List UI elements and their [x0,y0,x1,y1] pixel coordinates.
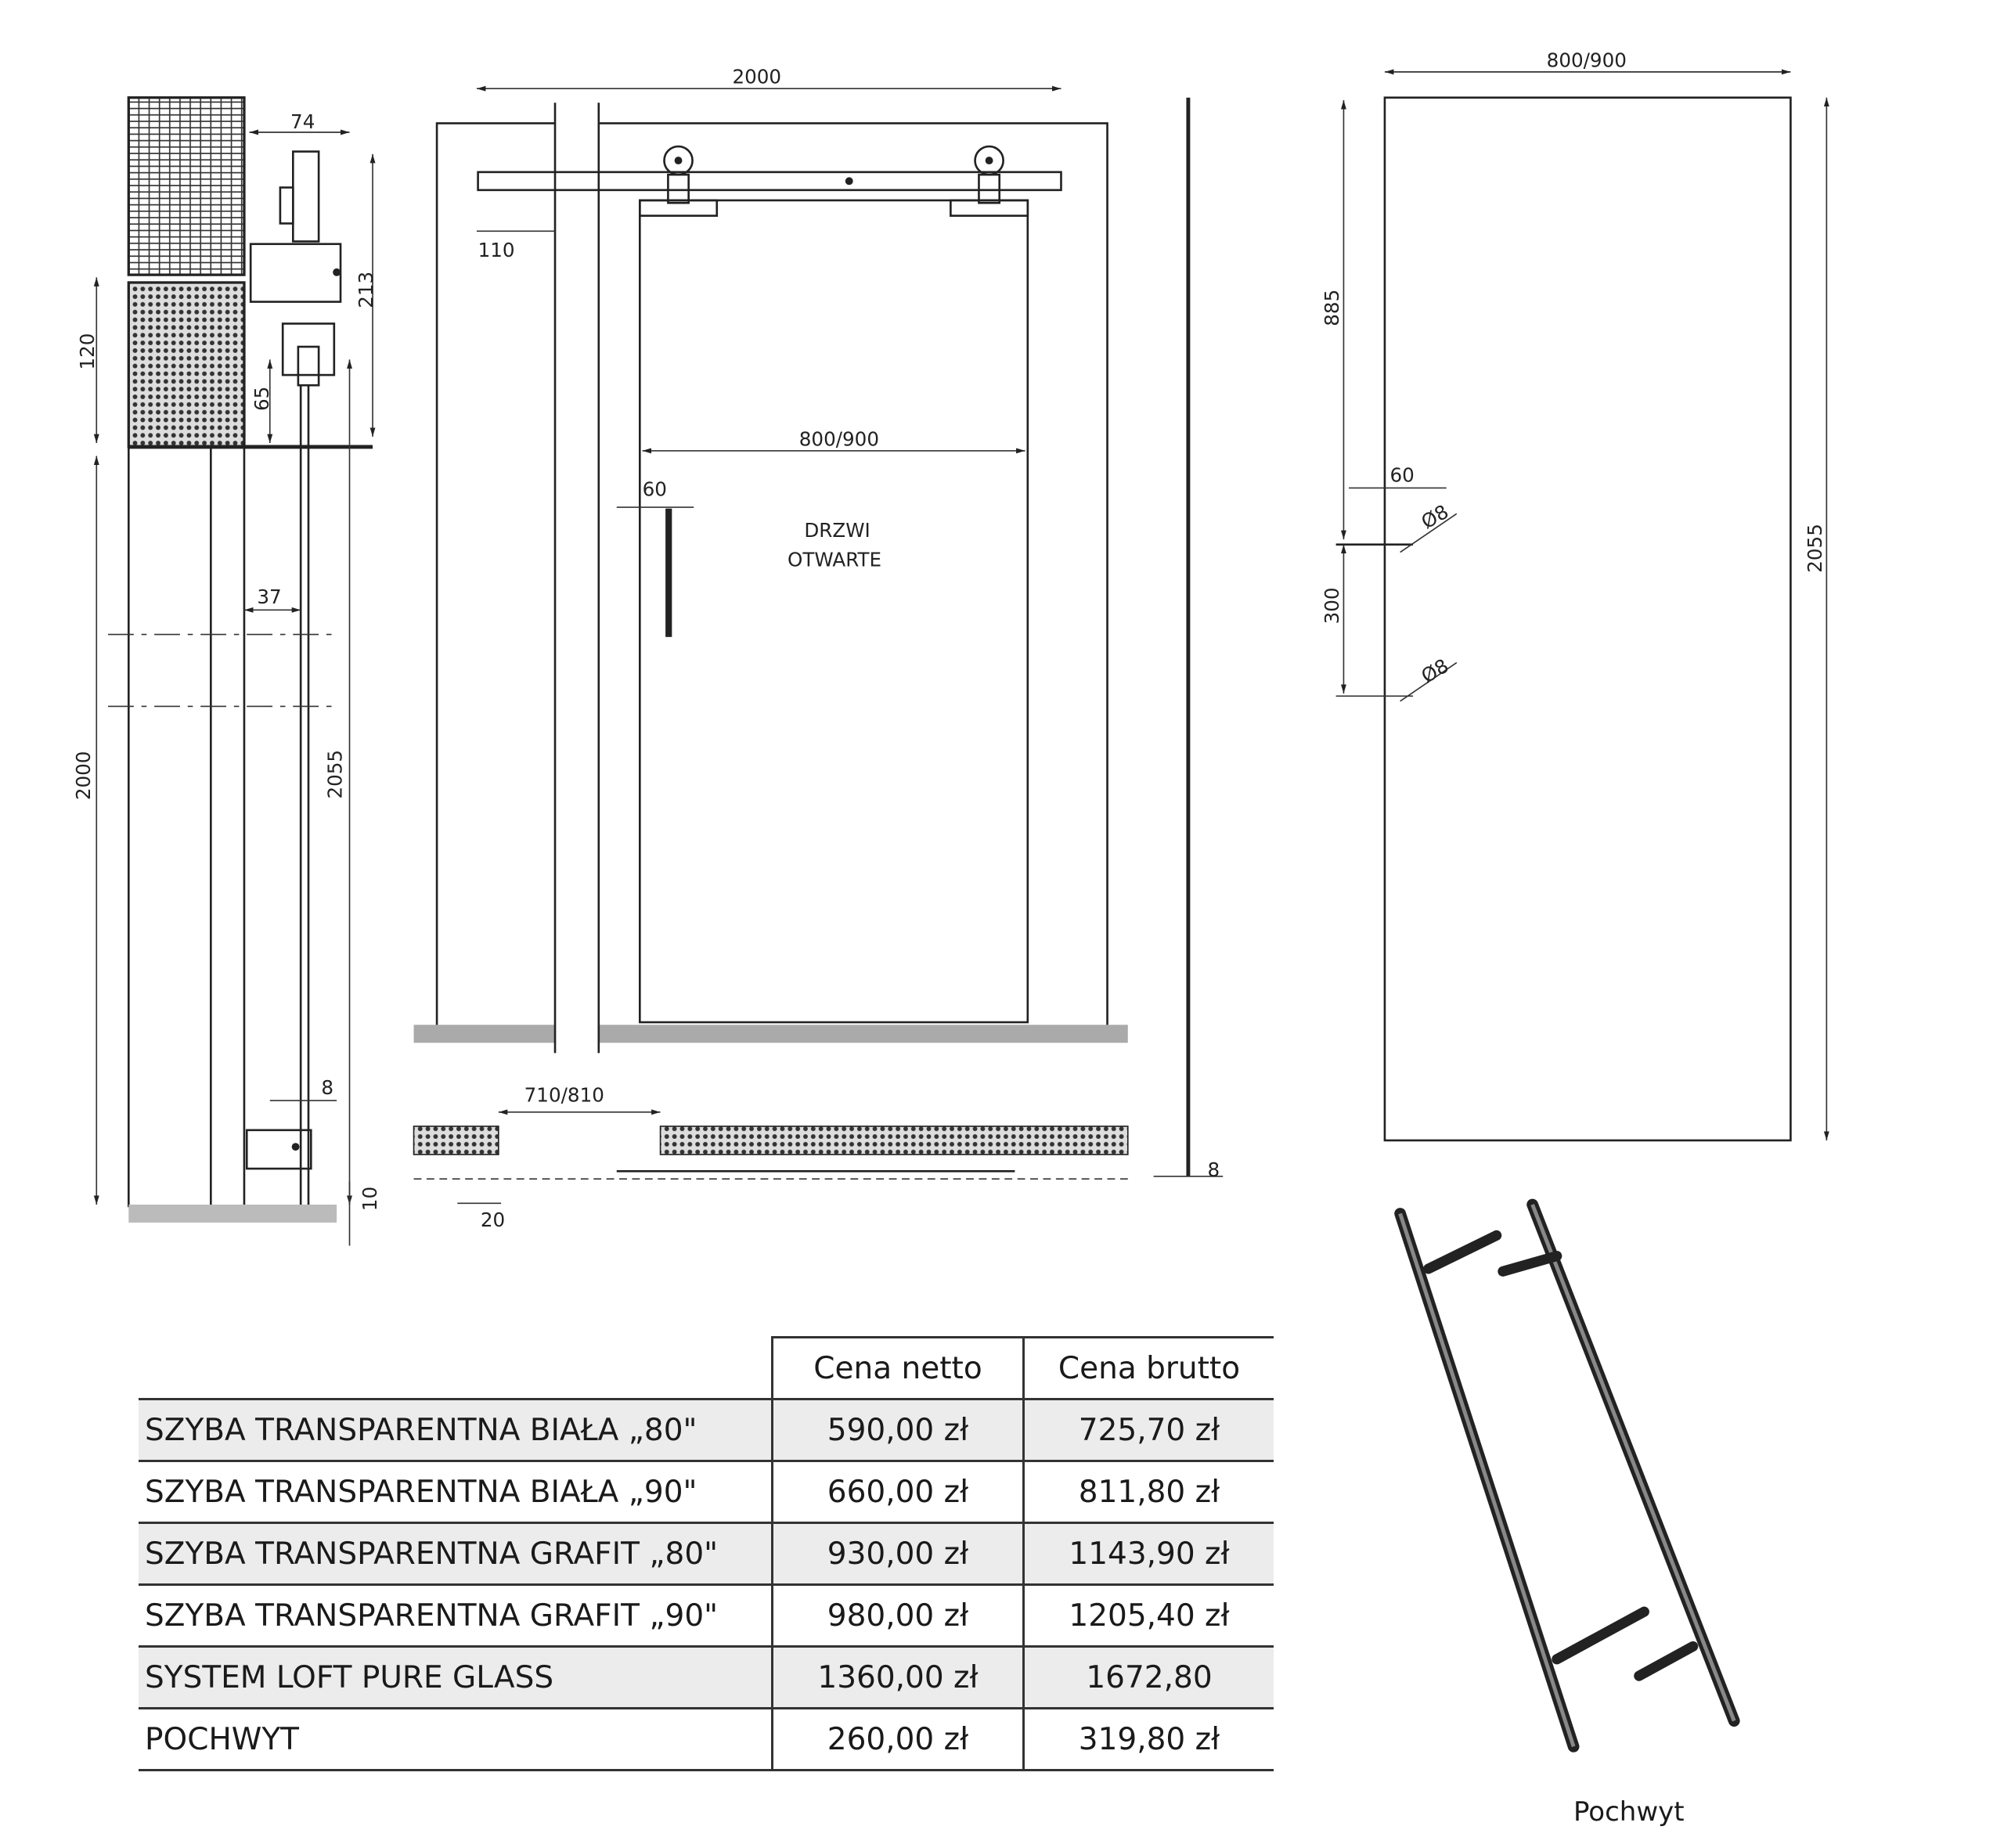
table-header-row: Cena netto Cena brutto [139,1336,1274,1400]
dim-885: 885 [1321,290,1343,326]
door-label-line1: DRZWI [804,519,870,542]
dim-20: 20 [481,1209,505,1231]
dim-2000: 2000 [72,751,95,801]
price-netto: 980,00 zł [771,1583,1024,1647]
dim-hole-1: Ø8 [1417,500,1452,534]
dim-65: 65 [250,387,273,411]
table-row: SZYBA TRANSPARENTNA BIAŁA „90" 660,00 zł… [139,1460,1274,1523]
price-table: Cena netto Cena brutto SZYBA TRANSPARENT… [139,1336,1274,1771]
table-row: SZYBA TRANSPARENTNA GRAFIT „80" 930,00 z… [139,1522,1274,1585]
dim-10: 10 [359,1187,381,1211]
header-cena-brutto: Cena brutto [1022,1336,1274,1400]
product-name: POCHWYT [139,1707,773,1771]
dim-2055: 2055 [324,750,347,799]
side-section-view: 74 213 120 65 37 2000 2055 8 10 [72,96,381,1246]
table-row: SZYBA TRANSPARENTNA BIAŁA „80" 590,00 zł… [139,1398,1274,1461]
price-netto: 1360,00 zł [771,1645,1024,1709]
glass-panel-view: 800/900 2055 885 300 60 Ø8 Ø8 [1321,49,1829,1142]
dim-2000-front: 2000 [732,66,781,88]
table-row: SYSTEM LOFT PURE GLASS 1360,00 zł 1672,8… [139,1645,1274,1709]
handle-illustration [1394,1198,1740,1753]
dim-hole-2: Ø8 [1417,654,1452,688]
wall-mesh-lower [127,281,246,448]
product-name: SYSTEM LOFT PURE GLASS [139,1645,773,1709]
price-brutto: 811,80 zł [1022,1460,1274,1523]
dim-60-front: 60 [643,477,667,500]
dim-60-panel: 60 [1389,463,1414,486]
handle-caption: Pochwyt [1573,1796,1685,1828]
dim-110: 110 [478,239,515,261]
price-netto: 930,00 zł [771,1522,1024,1585]
dim-800-900-panel: 800/900 [1547,49,1627,71]
price-brutto: 1205,40 zł [1022,1583,1274,1647]
price-brutto: 1672,80 [1022,1645,1274,1709]
price-brutto: 1143,90 zł [1022,1522,1274,1585]
table-header-blank [139,1338,773,1400]
price-brutto: 319,80 zł [1022,1707,1274,1771]
dim-2055-panel: 2055 [1804,524,1826,573]
product-name: SZYBA TRANSPARENTNA GRAFIT „80" [139,1522,773,1585]
dim-213: 213 [355,272,377,308]
dim-8-side: 8 [321,1076,333,1099]
price-netto: 590,00 zł [771,1398,1024,1461]
wall-brick-upper [127,96,246,276]
dim-74: 74 [290,110,315,133]
plan-section-view: 710/810 20 8 [413,97,1224,1231]
dim-37: 37 [257,585,281,608]
dim-120: 120 [76,333,99,370]
price-netto: 660,00 zł [771,1460,1024,1523]
dim-800-900-front: 800/900 [799,427,879,450]
dim-300: 300 [1321,587,1343,624]
product-name: SZYBA TRANSPARENTNA BIAŁA „80" [139,1398,773,1461]
door-handle-mark [665,508,672,637]
roller-hardware [249,150,342,387]
dim-710-810: 710/810 [524,1084,604,1107]
dim-8-plan: 8 [1208,1158,1220,1181]
price-netto: 260,00 zł [771,1707,1024,1771]
price-brutto: 725,70 zł [1022,1398,1274,1461]
product-name: SZYBA TRANSPARENTNA BIAŁA „90" [139,1460,773,1523]
door-label-line2: OTWARTE [788,549,881,571]
product-name: SZYBA TRANSPARENTNA GRAFIT „90" [139,1583,773,1647]
table-row: POCHWYT 260,00 zł 319,80 zł [139,1707,1274,1771]
front-elevation-view: 2000 110 800/900 60 DRZWI OTWARTE [413,66,1128,1054]
header-cena-netto: Cena netto [771,1336,1024,1400]
table-row: SZYBA TRANSPARENTNA GRAFIT „90" 980,00 z… [139,1583,1274,1647]
